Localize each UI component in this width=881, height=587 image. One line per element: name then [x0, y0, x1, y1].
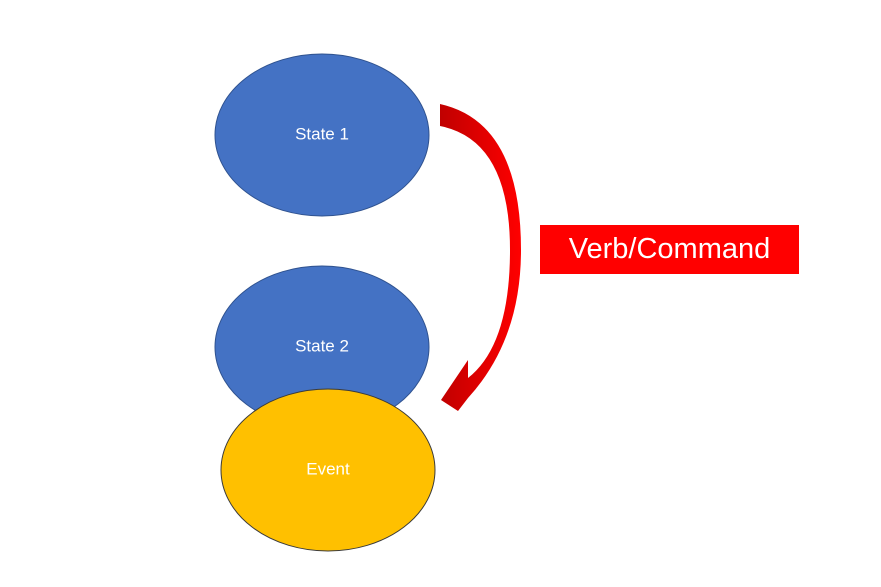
event-node[interactable]: Event [220, 388, 436, 552]
command-label: Verb/Command [568, 233, 771, 265]
state-2-label: State 2 [295, 336, 349, 355]
state-1-node[interactable]: State 1 [214, 53, 430, 217]
state-2-node[interactable]: State 2 [214, 265, 430, 429]
curved-arrow [440, 104, 521, 411]
state-1-label: State 1 [295, 124, 349, 143]
state-1-ellipse [214, 53, 430, 217]
event-ellipse [220, 388, 436, 552]
event-label: Event [306, 459, 350, 478]
command-label-box: Verb/Command [540, 225, 799, 274]
